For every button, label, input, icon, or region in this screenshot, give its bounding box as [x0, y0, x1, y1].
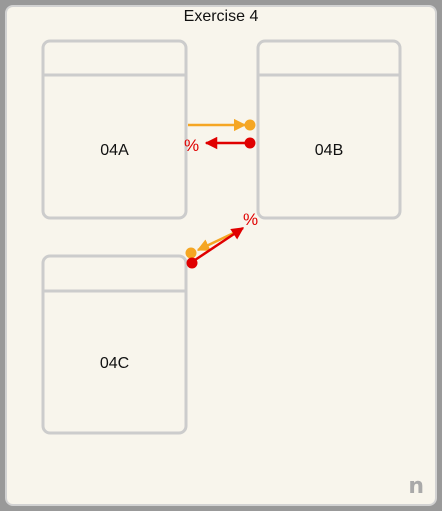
node-04b-border: [256, 39, 402, 220]
link-04b-to-04a-marker: %: [184, 136, 199, 155]
node-04c[interactable]: 04C: [41, 254, 188, 435]
node-04c-label: 04C: [100, 355, 129, 372]
node-04c-border: [41, 254, 188, 435]
node-04b-label: 04B: [315, 142, 343, 159]
link-04a-to-04b[interactable]: [188, 118, 256, 132]
link-04b-to-04a-anchor-dot[interactable]: [244, 137, 256, 149]
link-04c-to-04b-line: [191, 226, 245, 264]
node-04a-label: 04A: [100, 142, 129, 159]
link-04b-to-04c-anchor-dot[interactable]: [185, 247, 197, 259]
node-04a[interactable]: 04A: [41, 39, 188, 220]
node-04a-border: [41, 39, 188, 220]
diagram-title: Exercise 4: [183, 8, 259, 25]
brand-logo-icon: n: [408, 474, 424, 499]
link-04c-to-04b-anchor-dot[interactable]: [186, 257, 198, 269]
link-04b-to-04a[interactable]: %: [184, 136, 256, 155]
link-04a-to-04b-anchor-dot[interactable]: [244, 119, 256, 131]
node-04b[interactable]: 04B: [256, 39, 402, 220]
link-04c-to-04b-marker: %: [243, 210, 258, 229]
link-04c-to-04b[interactable]: %: [186, 210, 259, 269]
